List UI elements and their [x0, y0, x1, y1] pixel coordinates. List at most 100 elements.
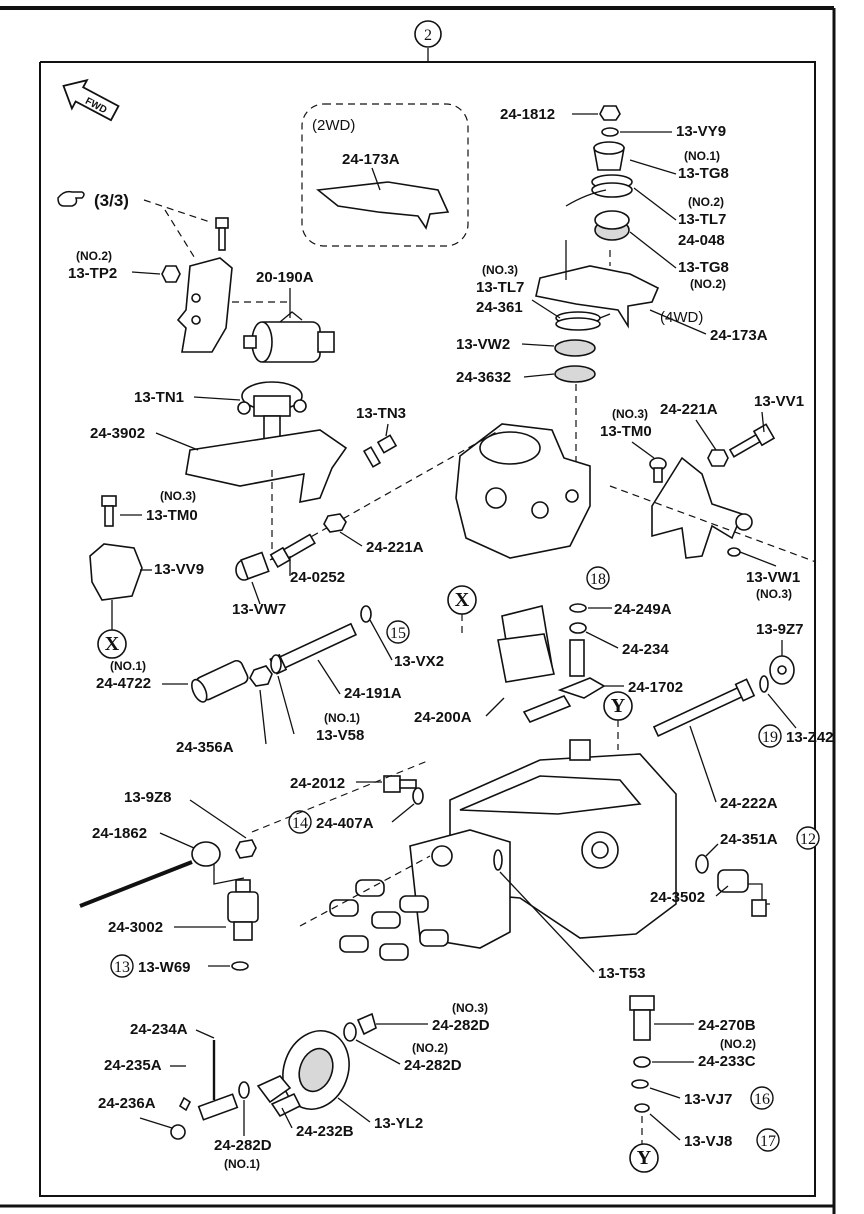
label-24-0252: 24-0252 [290, 569, 345, 586]
label-13-VX2: 13-VX2 [394, 653, 444, 670]
label-24-270B: 24-270B [698, 1017, 756, 1034]
diagram-frame [39, 61, 816, 1197]
label-24-221A-right: 24-221A [660, 401, 718, 418]
label-24-222A: 24-222A [720, 795, 778, 812]
label-13-TL7-no3: 13-TL7 [476, 279, 524, 296]
svg-text:X: X [455, 589, 470, 611]
nut-24-1812 [599, 105, 621, 121]
ring-13-W69 [231, 961, 249, 971]
washer-13-Z42 [759, 675, 769, 693]
bolt-24-2012 [383, 775, 417, 793]
label-24-234A: 24-234A [130, 1021, 188, 1038]
label-13-TL7-no2: 13-TL7 [678, 211, 726, 228]
label-13-9Z7: 13-9Z7 [756, 621, 804, 638]
plate-24-3902 [185, 429, 348, 504]
washer-13-VX2 [360, 605, 372, 623]
label-13-VJ8: 13-VJ8 [684, 1133, 732, 1150]
label-24-356A: 24-356A [176, 739, 234, 756]
label-24-048: 24-048 [678, 232, 725, 249]
label-24-2012: 24-2012 [290, 775, 345, 792]
callout-13: 13 [110, 954, 134, 978]
label-13-T53: 13-T53 [598, 965, 646, 982]
svg-text:Y: Y [637, 1147, 652, 1169]
label-13-TN1: 13-TN1 [134, 389, 184, 406]
label-13-YL2: 13-YL2 [374, 1115, 423, 1132]
hand-pointer-icon [57, 190, 85, 207]
screw-13-TN3 [362, 434, 398, 468]
lever-plate-2wd [315, 181, 450, 230]
washer-13-V58 [270, 654, 282, 674]
svg-text:16: 16 [754, 1091, 770, 1108]
callout-18: 18 [586, 566, 610, 590]
valve-24-3002 [227, 879, 259, 941]
piston-24-232B [256, 1075, 302, 1118]
svg-text:(4WD): (4WD) [660, 309, 703, 326]
injection-pump-body [329, 739, 677, 961]
label-13-9Z8: 13-9Z8 [124, 789, 172, 806]
callout-16: 16 [750, 1086, 774, 1110]
callout-12: 12 [796, 826, 820, 850]
label-24-407A: 24-407A [316, 815, 374, 832]
label-24-282D-no3: 24-282D [432, 1017, 490, 1034]
variant-2wd-box [301, 103, 469, 247]
svg-text:(NO.1): (NO.1) [324, 711, 360, 725]
nut-13-TP2 [161, 265, 181, 283]
screw-13-TM0-left [101, 495, 117, 527]
screw-24-191A [269, 622, 358, 675]
label-13-TM0-right: 13-TM0 [600, 423, 652, 440]
callout-19: 19 [758, 724, 782, 748]
label-13-VW7: 13-VW7 [232, 601, 286, 618]
nut-24-221A-mid [323, 513, 347, 533]
svg-text:(NO.2): (NO.2) [412, 1041, 448, 1055]
label-24-221A-mid: 24-221A [366, 539, 424, 556]
bracket-left [176, 257, 233, 353]
svg-text:(NO.3): (NO.3) [160, 489, 196, 503]
variant-2wd-label: (2WD) [312, 117, 355, 134]
bolt-top-left [215, 217, 229, 251]
svg-text:(NO.1): (NO.1) [110, 659, 146, 673]
label-24-1702: 24-1702 [628, 679, 683, 696]
lever-24-200A [497, 605, 572, 723]
label-24-234: 24-234 [622, 641, 669, 658]
pin-13-VW7 [235, 551, 270, 581]
svg-text:14: 14 [292, 815, 308, 832]
pump-governor-body [455, 423, 591, 559]
label-13-VV1: 13-VV1 [754, 393, 804, 410]
svg-text:17: 17 [760, 1133, 776, 1150]
label-13-TG8-no1: 13-TG8 [678, 165, 729, 182]
marker-y-top: Y [603, 691, 633, 721]
svg-text:X: X [105, 633, 120, 655]
washer-13-VJ7 [631, 1079, 649, 1089]
bracket-right [651, 456, 744, 559]
nut-24-356A [249, 665, 273, 687]
label-13-TN3: 13-TN3 [356, 405, 406, 422]
label-13-VW2: 13-VW2 [456, 336, 510, 353]
label-13-VV9: 13-VV9 [154, 561, 204, 578]
nut-13-9Z8 [235, 839, 257, 859]
clip-24-235A [178, 1096, 192, 1112]
svg-text:(NO.1): (NO.1) [684, 149, 720, 163]
washer-24-282D-no1 [238, 1081, 250, 1099]
label-24-249A: 24-249A [614, 601, 672, 618]
label-24-351A: 24-351A [720, 831, 778, 848]
label-24-191A: 24-191A [344, 685, 402, 702]
label-24-3502: 24-3502 [650, 889, 705, 906]
valve-24-270B [629, 995, 655, 1041]
svg-text:(NO.2): (NO.2) [688, 195, 724, 209]
washer-24-282D-no2 [343, 1022, 357, 1042]
screw-13-TM0-right [649, 457, 667, 483]
lever-13-TN1 [237, 381, 307, 445]
label-24-200A: 24-200A [414, 709, 472, 726]
reference-text: (3/3) [94, 191, 129, 210]
marker-x-left: X [97, 629, 127, 659]
svg-text:15: 15 [390, 625, 406, 642]
lever-plate-4wd [535, 265, 660, 329]
label-24-236A: 24-236A [98, 1095, 156, 1112]
bolt-24-0252 [269, 533, 316, 569]
label-24-282D-no2: 24-282D [404, 1057, 462, 1074]
section-callout: 2 [414, 20, 442, 48]
washer-24-351A [695, 854, 709, 874]
label-13-VY9: 13-VY9 [676, 123, 726, 140]
label-24-233C: 24-233C [698, 1053, 756, 1070]
label-13-VW1: 13-VW1 [746, 569, 800, 586]
